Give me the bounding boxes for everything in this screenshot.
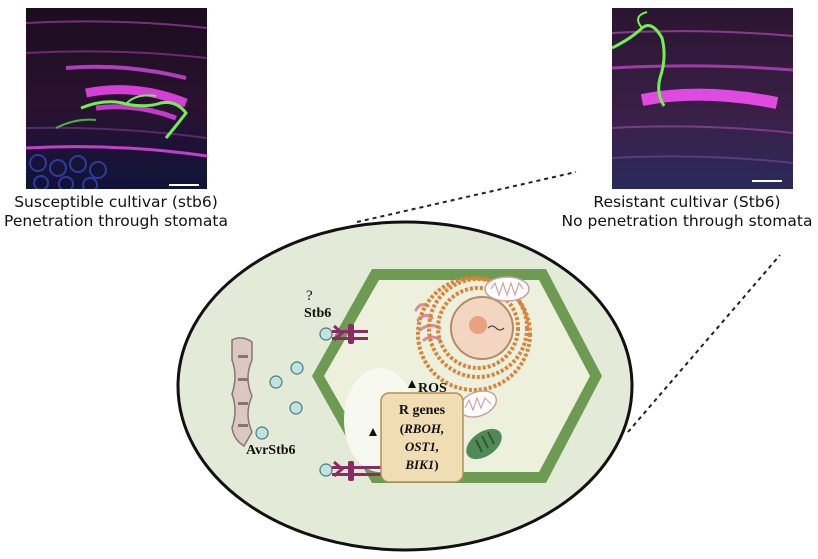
chloroplast bbox=[466, 428, 502, 460]
caption-resistant-line1: Resistant cultivar (Stb6) bbox=[593, 193, 781, 211]
micrograph-resistant bbox=[612, 8, 793, 189]
mitochondrion-top bbox=[484, 276, 530, 302]
zoom-line-bottom bbox=[627, 254, 781, 433]
ros-label: ROS bbox=[418, 381, 447, 396]
caption-resistant-line2: No penetration through stomata bbox=[561, 212, 813, 230]
ros-up-arrow bbox=[408, 380, 416, 388]
receptor-bottom bbox=[332, 460, 382, 481]
rgenes-line4: BIK1) bbox=[404, 457, 438, 472]
rgenes-open-paren: ( bbox=[400, 421, 404, 436]
endoplasmic-reticulum bbox=[416, 276, 532, 392]
caption-susceptible-line2: Penetration through stomata bbox=[4, 212, 228, 230]
caption-susceptible: Susceptible cultivar (stb6) Penetration … bbox=[0, 193, 232, 231]
stb6-label: Stb6 bbox=[304, 306, 331, 321]
rgenes-line2: (RBOH, bbox=[400, 421, 444, 436]
avrstb6-label: AvrStb6 bbox=[246, 443, 296, 458]
rgenes-gene-bik1: BIK1 bbox=[404, 457, 434, 472]
rgenes-gene-ost1: OST1, bbox=[405, 439, 439, 454]
nucleolus bbox=[469, 316, 487, 334]
question-mark: ? bbox=[306, 288, 313, 304]
zoom-line-top bbox=[356, 171, 577, 223]
effector-molecules bbox=[255, 327, 333, 477]
mitochondrion-bottom bbox=[458, 390, 498, 418]
micrograph-susceptible bbox=[26, 8, 207, 189]
rgenes-gene-rboh: RBOH, bbox=[403, 421, 444, 436]
receptor-top bbox=[332, 324, 368, 344]
hypha-septa bbox=[238, 355, 248, 427]
rgenes-up-arrow bbox=[369, 428, 377, 436]
dna-strand bbox=[487, 325, 505, 331]
rgenes-title: R genes bbox=[399, 403, 446, 418]
fungal-hypha bbox=[231, 337, 253, 448]
caption-resistant: Resistant cultivar (Stb6) No penetration… bbox=[556, 193, 818, 231]
rgenes-close-paren: ) bbox=[434, 457, 438, 472]
rgenes-box bbox=[380, 392, 464, 483]
caption-susceptible-line1: Susceptible cultivar (stb6) bbox=[14, 193, 218, 211]
